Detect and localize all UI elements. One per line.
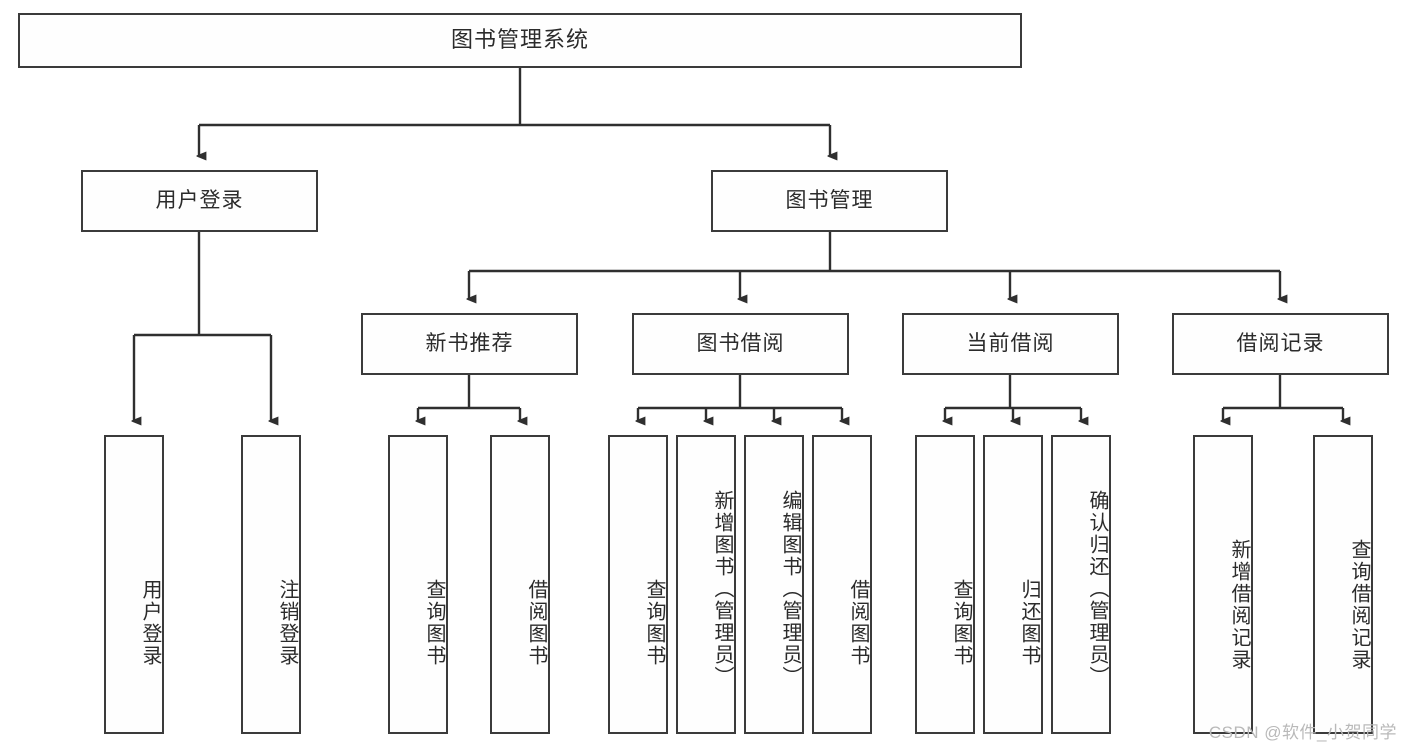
- leaf-confirm-return-admin[interactable]: 确认归还（管理员）: [1051, 435, 1111, 734]
- leaf-user-login[interactable]: 用户登录: [104, 435, 164, 734]
- leaf-edit-book-admin[interactable]: 编辑图书（管理员）: [744, 435, 804, 734]
- node-new-book-recommend[interactable]: 新书推荐: [361, 313, 578, 375]
- leaf-add-book-admin[interactable]: 新增图书（管理员）: [676, 435, 736, 734]
- node-root-book-management-system[interactable]: 图书管理系统: [18, 13, 1022, 68]
- leaf-logout-login[interactable]: 注销登录: [241, 435, 301, 734]
- node-borrow-record[interactable]: 借阅记录: [1172, 313, 1389, 375]
- node-book-management[interactable]: 图书管理: [711, 170, 948, 232]
- leaf-borrow-book-borrow[interactable]: 借阅图书: [812, 435, 872, 734]
- leaf-query-book-current[interactable]: 查询图书: [915, 435, 975, 734]
- leaf-borrow-book-new[interactable]: 借阅图书: [490, 435, 550, 734]
- node-book-borrow[interactable]: 图书借阅: [632, 313, 849, 375]
- leaf-return-book[interactable]: 归还图书: [983, 435, 1043, 734]
- node-user-login[interactable]: 用户登录: [81, 170, 318, 232]
- csdn-watermark: CSDN @软件_小贺同学: [1208, 723, 1397, 742]
- leaf-query-book-borrow[interactable]: 查询图书: [608, 435, 668, 734]
- leaf-add-borrow-record[interactable]: 新增借阅记录: [1193, 435, 1253, 734]
- leaf-query-book-new[interactable]: 查询图书: [388, 435, 448, 734]
- leaf-query-borrow-record[interactable]: 查询借阅记录: [1313, 435, 1373, 734]
- node-current-borrow[interactable]: 当前借阅: [902, 313, 1119, 375]
